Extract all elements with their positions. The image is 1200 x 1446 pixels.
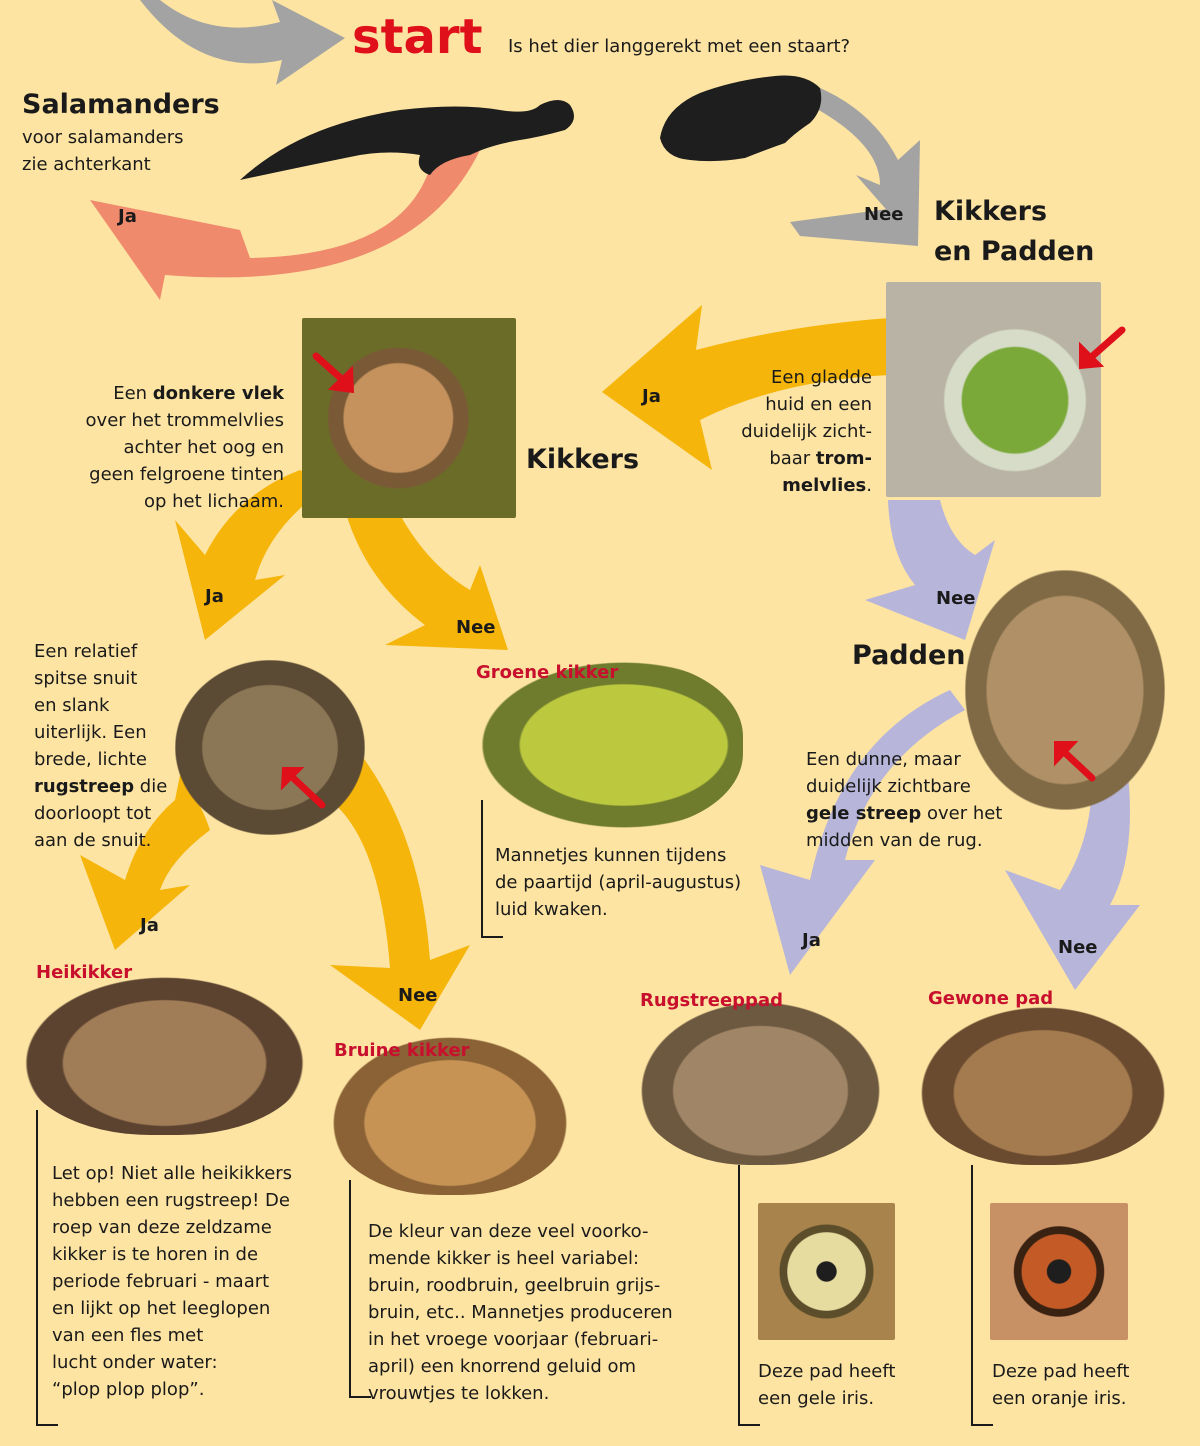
answer-nee-padden: Nee (936, 588, 976, 609)
answer-ja-streep: Ja (802, 930, 821, 951)
yellow-arrow-ja-kikkers (602, 305, 890, 470)
photo-gele-iris (758, 1203, 895, 1340)
species-name-gewone-pad: Gewone pad (928, 988, 1054, 1009)
answer-ja-salamanders: Ja (118, 206, 137, 227)
padden-title: Padden (852, 640, 966, 671)
answer-ja-kikkers: Ja (642, 386, 661, 407)
description-groene-kikker: Mannetjes kunnen tijdens de paartijd (ap… (495, 845, 742, 920)
grey-arrow-nee (800, 82, 920, 246)
yellow-arrow-vlek-ja (175, 470, 330, 640)
leader-line (36, 1110, 38, 1426)
leader-line (738, 1424, 760, 1426)
leader-line (738, 1165, 740, 1426)
photo-rugstreeppad (638, 1000, 883, 1165)
photo-rugstreeppad-back (965, 570, 1165, 810)
photo-gewone-pad (918, 1005, 1168, 1165)
grey-arrow-top (140, 0, 345, 85)
description-bruine-kikker: De kleur van deze veel voorko- mende kik… (368, 1221, 673, 1404)
start-label: start (352, 9, 483, 65)
answer-ja-snuit: Ja (140, 915, 159, 936)
question-yellow-stripe: Een dunne, maar duidelijk zichtbare gele… (806, 749, 1003, 851)
photo-groene-kikker (478, 660, 743, 830)
kikkers-title: Kikkers (526, 444, 640, 475)
leader-line (349, 1180, 351, 1398)
photo-heikikker (22, 975, 307, 1135)
question-smooth-skin: Een gladde huid en een duidelijk zicht- … (741, 367, 872, 496)
red-arrow-icon (1054, 741, 1096, 782)
yellow-arrow-snuit-ja (80, 775, 210, 950)
photo-heikikker-back (175, 660, 365, 835)
species-name-heikikker: Heikikker (36, 962, 133, 983)
salamander-silhouette-icon (240, 100, 574, 180)
lavender-arrow-nee-padden (865, 500, 995, 640)
yellow-arrow-vlek-nee (345, 495, 508, 650)
lavender-arrow-streep-ja (760, 690, 965, 975)
photo-oranje-iris (990, 1203, 1128, 1340)
species-name-bruine-kikker: Bruine kikker (334, 1040, 470, 1061)
leader-line (971, 1424, 993, 1426)
start-question: Is het dier langgerekt met een staart? (508, 36, 851, 57)
kikkers-padden-title: Kikkers en Padden (934, 196, 1095, 267)
photo-bruine-kikker-head (302, 318, 516, 518)
leader-line (36, 1424, 58, 1426)
description-heikikker: Let op! Niet alle heikikkers hebben een … (52, 1163, 293, 1400)
photo-bruine-kikker (330, 1035, 570, 1195)
lavender-arrow-streep-nee (1005, 745, 1140, 990)
answer-ja-vlek: Ja (205, 586, 224, 607)
description-gewone-pad: Deze pad heeft een oranje iris. (992, 1361, 1130, 1409)
question-pointed-snout: Een relatief spitse snuit en slank uiter… (34, 641, 168, 851)
red-arrow-icon (280, 767, 326, 809)
answer-nee-streep: Nee (1058, 937, 1098, 958)
grey-arrow-nee-tail (790, 206, 918, 246)
red-arrow-icon (312, 352, 355, 394)
leader-line (971, 1165, 973, 1426)
answer-nee-vlek: Nee (456, 617, 496, 638)
red-arrow-icon (1079, 326, 1126, 370)
species-name-groene-kikker: Groene kikker (476, 662, 619, 683)
description-rugstreeppad: Deze pad heeft een gele iris. (758, 1361, 896, 1409)
species-name-rugstreeppad: Rugstreeppad (640, 990, 783, 1011)
leader-line (349, 1396, 371, 1398)
yellow-arrow-snuit-nee (330, 735, 470, 1030)
answer-nee-snuit: Nee (398, 985, 438, 1006)
frog-silhouette-icon (660, 75, 822, 162)
salamanders-note: voor salamanders zie achterkant (22, 127, 184, 175)
question-dark-spot: Een donkere vlek over het trommelvlies a… (85, 383, 284, 512)
answer-nee-kikkers-padden: Nee (864, 204, 904, 225)
leader-line (481, 800, 483, 938)
leader-line (481, 936, 503, 938)
photo-groene-kikker-head (886, 282, 1101, 497)
salmon-arrow-ja (90, 145, 480, 300)
salamanders-title: Salamanders (22, 89, 220, 120)
